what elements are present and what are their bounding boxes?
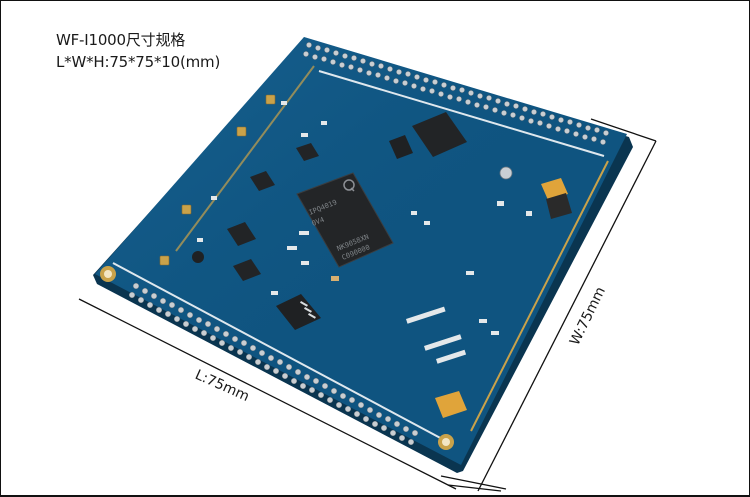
rf-chip-2 <box>296 143 319 161</box>
length-dimension-line <box>78 298 507 490</box>
inductor-top <box>389 135 413 159</box>
ethernet-switch-chip <box>412 112 467 157</box>
rf-chip-4 <box>233 259 261 281</box>
mounting-hole-left <box>100 266 116 282</box>
passive-resistor-arrays <box>197 101 532 364</box>
tantalum-cap-bottom <box>435 391 467 418</box>
tantalum-cap-right <box>541 178 572 219</box>
rf-chip-3 <box>227 222 256 246</box>
soc-chip: IPQ4019 0V4 NK9058XN C090000 <box>296 172 394 268</box>
silkscreen-border <box>318 70 605 157</box>
bottom-pin-header <box>128 282 419 446</box>
mounting-hole-bottom <box>438 434 454 450</box>
flash-chip <box>276 294 321 330</box>
spec-heading: WF-I1000尺寸规格 L*W*H:75*75*10(mm) <box>56 29 220 73</box>
width-dimension-line <box>447 118 657 492</box>
antenna-connectors <box>159 94 276 266</box>
buzzer <box>192 251 204 263</box>
rf-chip-1 <box>250 171 275 191</box>
dimensions-text: L*W*H:75*75*10(mm) <box>56 53 221 71</box>
model-title: WF-I1000尺寸规格 <box>56 31 186 49</box>
standoff <box>499 166 513 180</box>
top-pin-header <box>303 42 609 145</box>
